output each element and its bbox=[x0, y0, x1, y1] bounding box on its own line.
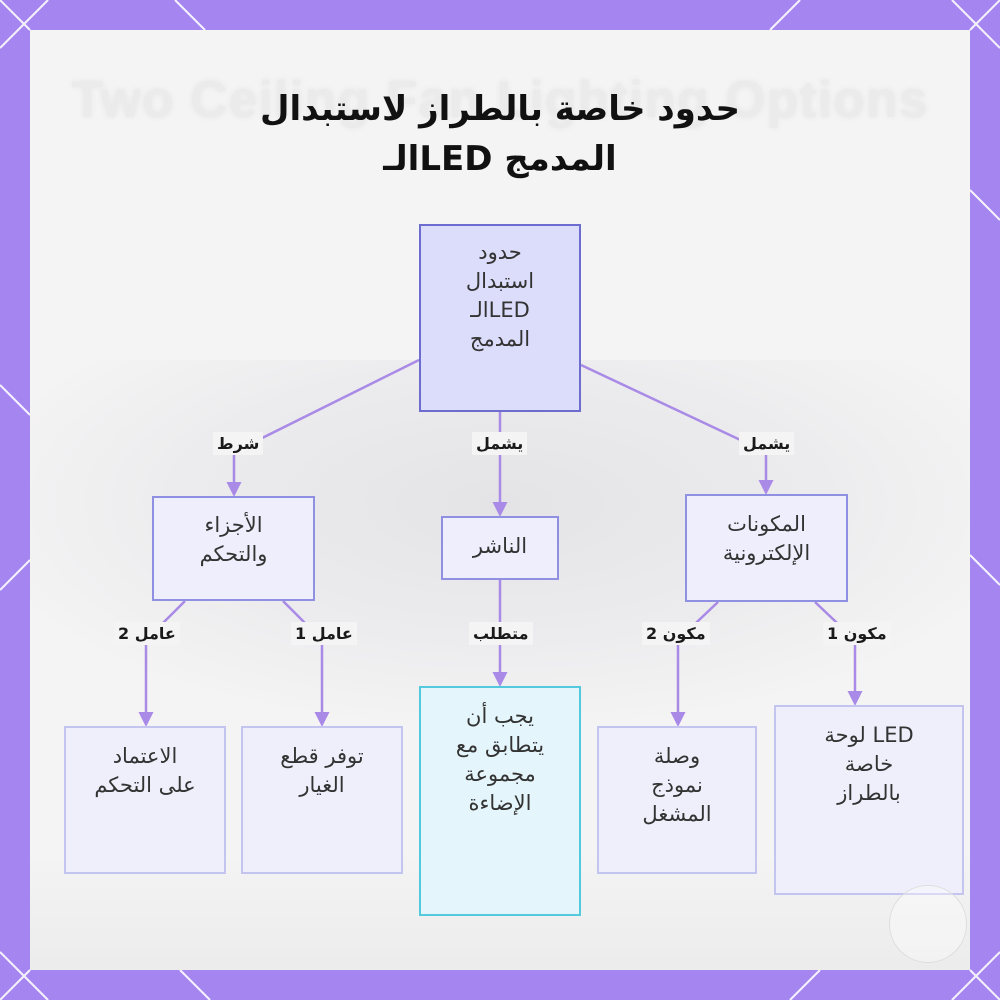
node-driver-line: المشغل bbox=[642, 802, 712, 826]
node-parts-control: الأجزاء والتحكم bbox=[152, 496, 315, 601]
node-led-board: لوحة LED خاصة بالطراز bbox=[774, 705, 964, 895]
edge-root-parts bbox=[226, 358, 420, 497]
node-control-dependence: الاعتماد على التحكم bbox=[64, 726, 226, 874]
edge-label-includes-center: يشمل bbox=[472, 432, 528, 455]
node-led-board-line: بالطراز bbox=[837, 781, 901, 805]
title-line-1: حدود خاصة بالطراز لاستبدال bbox=[259, 89, 741, 129]
edge-label-component-2: مكون 2 bbox=[642, 622, 710, 645]
node-driver-line: نموذج bbox=[651, 773, 703, 797]
title-line-2: الـLED المدمج bbox=[383, 139, 617, 179]
edge-label-condition: شرط bbox=[213, 432, 264, 455]
node-root-line: حدود bbox=[478, 240, 522, 264]
edge-label-factor-2: عامل 2 bbox=[114, 622, 180, 645]
edge-electronics-driver bbox=[670, 601, 719, 727]
node-root: حدود استبدال الـLED المدمج bbox=[419, 224, 581, 412]
node-electronics-line: المكونات bbox=[727, 512, 806, 536]
node-driver-connector: وصلة نموذج المشغل bbox=[597, 726, 757, 874]
node-control-line: على التحكم bbox=[94, 773, 196, 797]
edge-parts-control bbox=[138, 600, 186, 727]
node-diffuser: الناشر bbox=[441, 516, 559, 580]
edge-parts-spare bbox=[282, 600, 330, 727]
node-control-line: الاعتماد bbox=[112, 744, 178, 768]
node-root-line: المدمج bbox=[469, 327, 531, 351]
node-electronics: المكونات الإلكترونية bbox=[685, 494, 848, 602]
edge-label-component-1: مكون 1 bbox=[823, 622, 891, 645]
node-root-line: استبدال bbox=[465, 269, 535, 293]
node-electronics-line: الإلكترونية bbox=[722, 541, 811, 565]
node-match-line: مجموعة bbox=[464, 762, 536, 786]
node-match-line: الإضاءة bbox=[468, 791, 532, 815]
node-spare-parts: توفر قطع الغيار bbox=[241, 726, 403, 874]
node-driver-line: وصلة bbox=[653, 744, 701, 768]
node-led-board-line: لوحة LED bbox=[824, 723, 914, 747]
edge-root-electronics bbox=[580, 363, 774, 495]
node-parts-line: الأجزاء bbox=[204, 513, 263, 537]
node-match-line: يتطابق مع bbox=[455, 733, 545, 757]
background-watermark: Two Ceiling Fan Lighting Options bbox=[71, 71, 929, 129]
node-parts-line: والتحكم bbox=[199, 542, 268, 566]
edge-label-includes-right: يشمل bbox=[739, 432, 795, 455]
node-spare-line: توفر قطع bbox=[280, 744, 364, 768]
node-led-board-line: خاصة bbox=[844, 752, 894, 776]
node-root-line: الـLED bbox=[470, 298, 530, 322]
node-must-match: يجب أن يتطابق مع مجموعة الإضاءة bbox=[419, 686, 581, 916]
edge-label-requires: متطلب bbox=[469, 622, 533, 645]
node-diffuser-line: الناشر bbox=[472, 534, 528, 558]
edge-electronics-ledboard bbox=[814, 601, 863, 706]
diagram-title: حدود خاصة بالطراز لاستبدال الـLED المدمج bbox=[30, 84, 970, 184]
node-match-line: يجب أن bbox=[466, 704, 534, 728]
node-spare-line: الغيار bbox=[299, 773, 345, 797]
brand-logo bbox=[889, 885, 967, 963]
edge-label-factor-1: عامل 1 bbox=[291, 622, 357, 645]
